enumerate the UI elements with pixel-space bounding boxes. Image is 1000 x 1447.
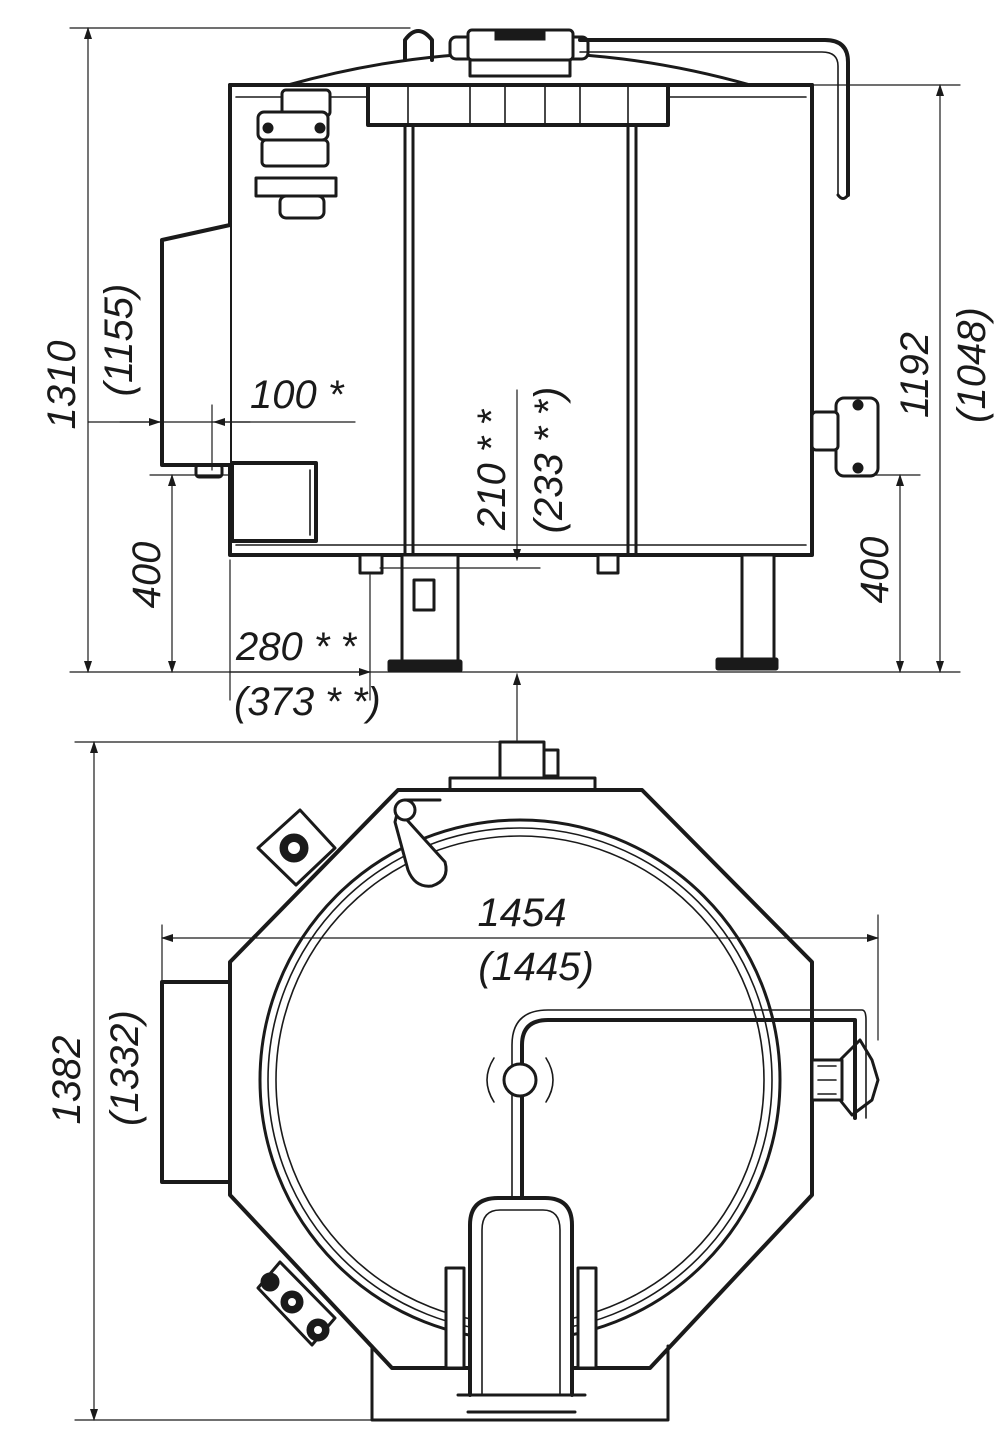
dim-body-height-alt: (1048) — [950, 307, 994, 423]
terminal-box — [230, 461, 318, 543]
valve-right — [810, 1038, 880, 1117]
valve-lower-left — [256, 1260, 337, 1347]
dim-body-height: 1192 — [893, 332, 937, 418]
cabinet-foot — [194, 463, 224, 479]
top-connector — [498, 740, 546, 780]
dim-drain-offset-alt: (373 * *) — [234, 680, 381, 724]
center-pivot — [502, 1062, 538, 1098]
side-valve — [810, 396, 880, 478]
dim-width: 1454 — [478, 891, 567, 935]
drain-tap — [358, 553, 384, 575]
top-flange — [366, 83, 670, 127]
top-view: 1454 (1445) 1382 (1332) — [45, 740, 880, 1422]
valve-upper-left — [256, 808, 337, 887]
dim-drain-height: 210 * * — [470, 409, 514, 532]
hinge-bracket — [448, 28, 590, 78]
dim-overall-height: 1310 — [40, 341, 84, 430]
dim-depth-alt: (1332) — [103, 1010, 147, 1126]
dim-leg-height-right: 400 — [853, 537, 897, 604]
steam-pipe — [403, 29, 434, 62]
dim-overall-height-alt: (1155) — [97, 284, 141, 397]
lid-hinge — [393, 798, 448, 888]
legs — [387, 553, 779, 673]
side-view: 1310 (1155) 100 * 400 210 * * (233 * *) … — [40, 27, 994, 741]
side-cabinet — [160, 223, 232, 467]
panel-seams — [403, 123, 638, 557]
control-valve — [254, 88, 338, 220]
top-side-cabinet — [160, 980, 232, 1184]
dim-leg-height-left: 400 — [125, 542, 169, 609]
dim-drain-offset: 280 * * — [235, 625, 358, 669]
front-handle — [444, 1196, 598, 1414]
dim-drain-height-alt: (233 * *) — [527, 387, 571, 534]
dim-depth: 1382 — [45, 1036, 89, 1125]
lid-handle-pipe — [578, 38, 850, 197]
top-handle-pipe — [520, 1018, 857, 1202]
dim-offset-top: 100 * — [250, 373, 345, 417]
dim-width-alt: (1445) — [478, 945, 594, 989]
